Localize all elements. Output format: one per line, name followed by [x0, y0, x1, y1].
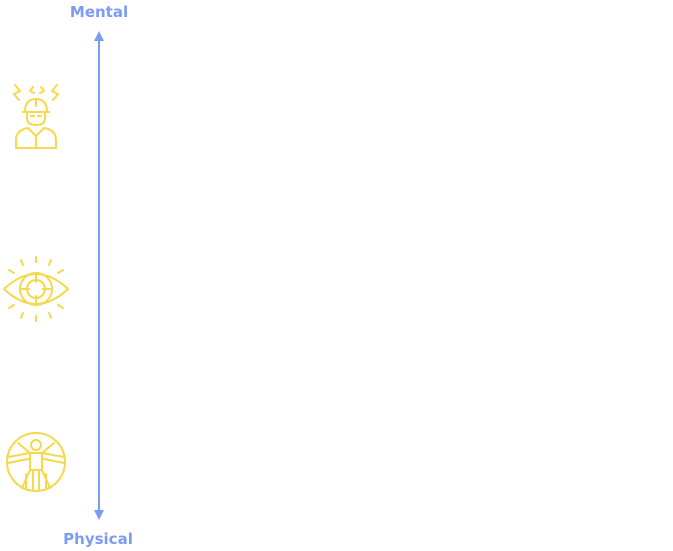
stressed-worker-icon	[13, 84, 59, 149]
arrow-head-up	[94, 31, 104, 41]
axis-label-physical: Physical	[63, 530, 133, 548]
eye-target-icon	[3, 256, 69, 322]
vitruvian-body-icon	[6, 432, 66, 492]
arrow-head-down	[94, 510, 104, 520]
axis-label-mental: Mental	[69, 3, 129, 21]
